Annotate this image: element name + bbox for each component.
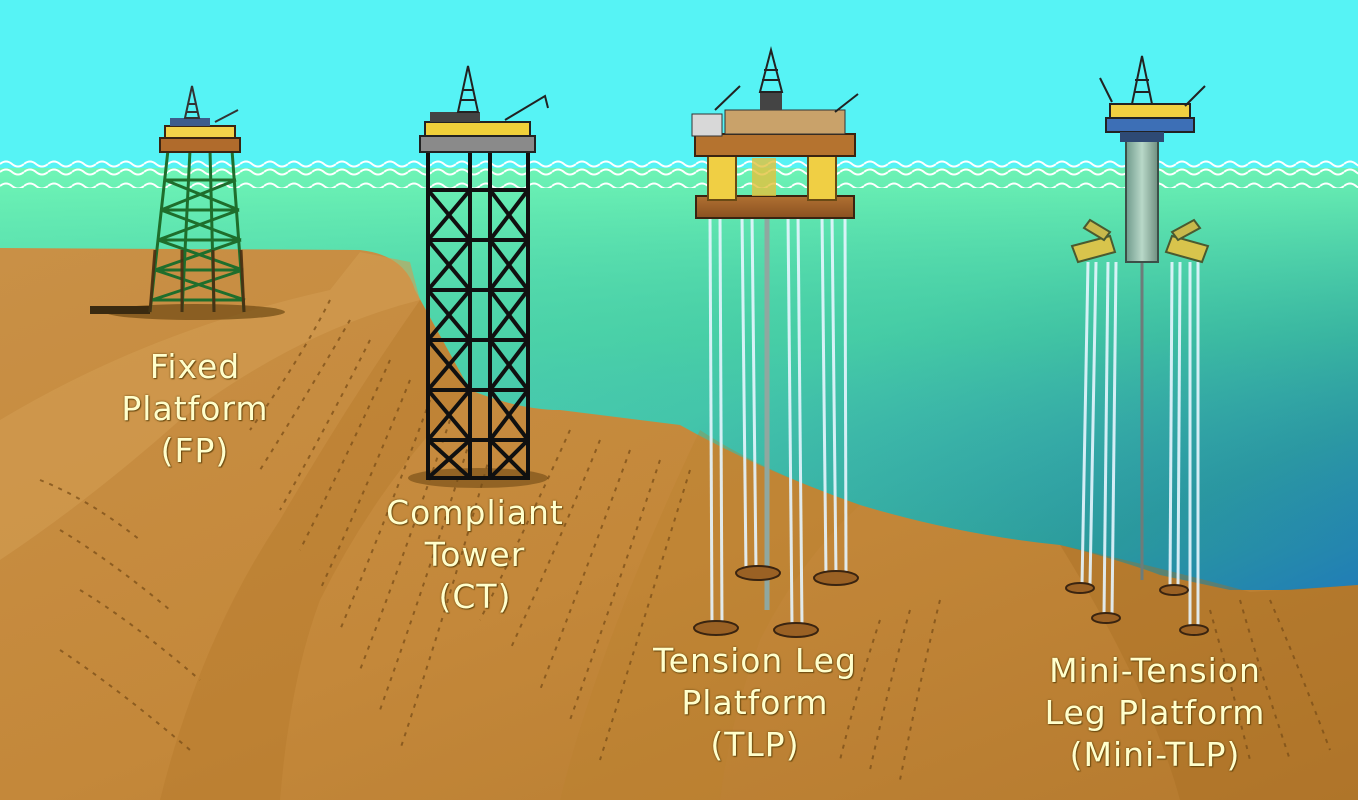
seabed	[0, 248, 1358, 800]
tension-leg-platform-icon	[691, 46, 859, 638]
seabed-texture	[39, 299, 1331, 781]
label-line: (FP)	[160, 431, 230, 470]
label-fixed-platform: Fixed Platform (FP)	[110, 346, 280, 472]
label-line: (TLP)	[710, 725, 800, 764]
label-line: Platform	[681, 683, 829, 722]
label-line: Compliant	[386, 493, 564, 532]
mini-tension-leg-platform-icon	[1065, 55, 1210, 636]
label-line: Tower	[424, 535, 526, 574]
label-line: (CT)	[438, 577, 512, 616]
label-line: Fixed	[149, 347, 241, 386]
label-line: Tension Leg	[653, 641, 857, 680]
label-line: Leg Platform	[1044, 693, 1266, 732]
label-line: (Mini-TLP)	[1069, 735, 1241, 774]
fixed-platform-icon	[90, 85, 285, 320]
compliant-tower-icon	[408, 65, 549, 488]
label-line: Platform	[121, 389, 269, 428]
label-line: Mini-Tension	[1049, 651, 1261, 690]
label-tension-leg-platform: Tension Leg Platform (TLP)	[630, 640, 880, 766]
label-compliant-tower: Compliant Tower (CT)	[370, 492, 580, 618]
label-mini-tension-leg-platform: Mini-Tension Leg Platform (Mini-TLP)	[1020, 650, 1290, 776]
